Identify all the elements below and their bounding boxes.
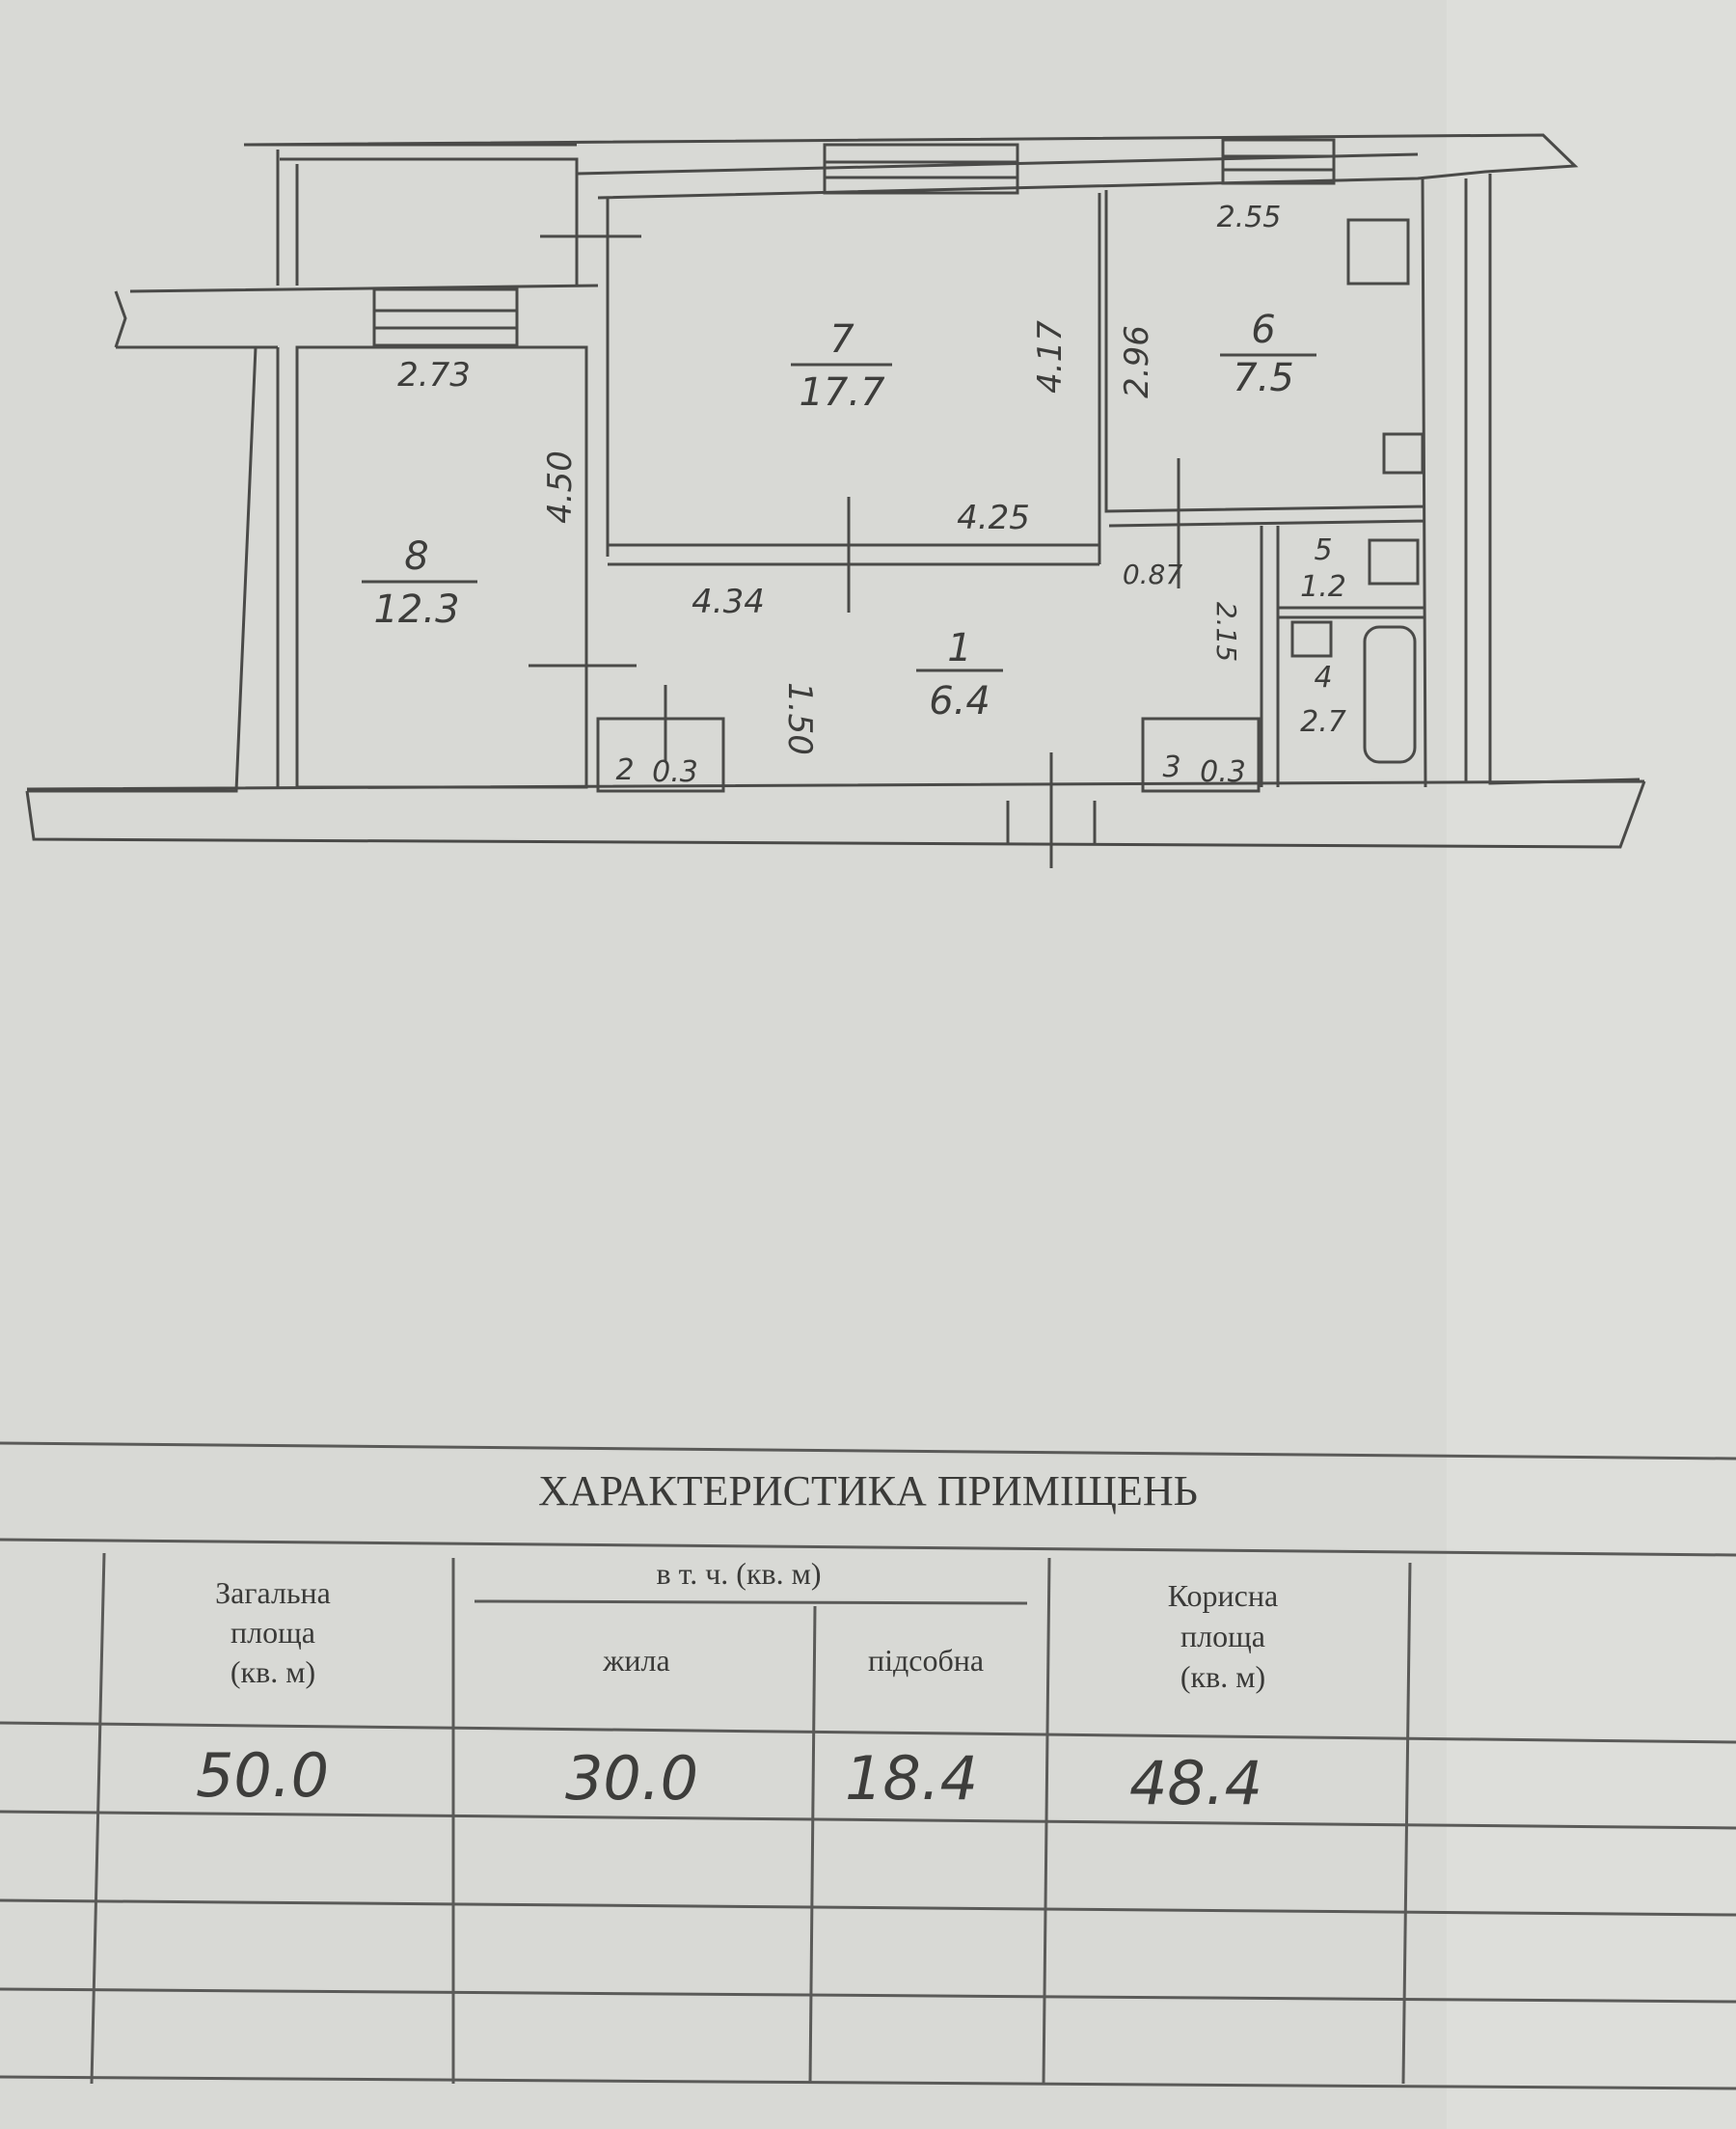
dimension: 2.96 <box>1118 325 1156 398</box>
cell-useful: 48.4 <box>1129 1748 1262 1818</box>
dimension: 4.34 <box>692 583 765 621</box>
header-useful: (кв. м) <box>1180 1659 1265 1694</box>
room-number: 3 <box>1162 751 1180 784</box>
window <box>372 287 519 347</box>
room-number: 5 <box>1314 533 1332 567</box>
stove-icon <box>1346 218 1410 286</box>
cell-total: 50.0 <box>196 1740 329 1811</box>
room-number: 2 <box>615 753 634 787</box>
header-useful: Корисна <box>1168 1578 1278 1613</box>
dimension: 1.50 <box>780 682 819 755</box>
room-area: 6.4 <box>929 679 990 723</box>
dimension: 4.50 <box>541 450 580 524</box>
bathtub-icon <box>1363 625 1417 764</box>
dimension: 0.87 <box>1123 559 1183 590</box>
room-7 <box>606 193 1101 566</box>
rooms-characteristics-table: ХАРАКТЕРИСТИКА ПРИМІЩЕНЬ Загальна площа … <box>0 1441 1736 2090</box>
floor-plan: 7 17.7 6 7.5 8 12.3 1 6.4 5 1.2 4 2.7 2 … <box>25 133 1646 868</box>
header-living: жила <box>602 1643 669 1678</box>
room-area: 17.7 <box>799 370 885 415</box>
room-area: 2.7 <box>1300 705 1346 739</box>
room-area: 12.3 <box>373 587 459 632</box>
room-6 <box>1104 177 1427 788</box>
window <box>823 143 1019 195</box>
header-total: площа <box>231 1615 315 1650</box>
room-area: 0.3 <box>1200 755 1246 789</box>
dimension: 2.73 <box>397 356 471 395</box>
room-area: 0.3 <box>652 755 698 789</box>
header-including: в т. ч. (кв. м) <box>657 1556 822 1591</box>
room-number: 8 <box>404 534 428 579</box>
room-area: 7.5 <box>1233 356 1294 400</box>
room-number: 4 <box>1314 661 1332 695</box>
toilet-icon <box>1368 538 1420 586</box>
room-number: 6 <box>1251 308 1275 352</box>
header-total: Загальна <box>215 1575 331 1610</box>
washbasin-icon <box>1290 620 1333 658</box>
table-title: ХАРАКТЕРИСТИКА ПРИМІЩЕНЬ <box>538 1467 1198 1515</box>
header-auxiliary: підсобна <box>868 1643 984 1678</box>
closet-2 <box>596 717 725 793</box>
sink-icon <box>1382 432 1424 475</box>
closet-3 <box>1141 717 1261 793</box>
dimension: 4.17 <box>1031 320 1070 394</box>
room-area: 1.2 <box>1300 570 1346 604</box>
room-number: 7 <box>829 317 854 362</box>
header-useful: площа <box>1180 1619 1265 1653</box>
header-total: (кв. м) <box>231 1654 315 1689</box>
window <box>1221 138 1336 185</box>
room-number: 1 <box>947 626 971 670</box>
dimension: 2.15 <box>1210 602 1242 662</box>
cell-auxiliary: 18.4 <box>845 1743 978 1814</box>
dimension: 4.25 <box>957 499 1030 537</box>
cell-living: 30.0 <box>565 1743 698 1814</box>
dimension: 2.55 <box>1217 201 1282 234</box>
